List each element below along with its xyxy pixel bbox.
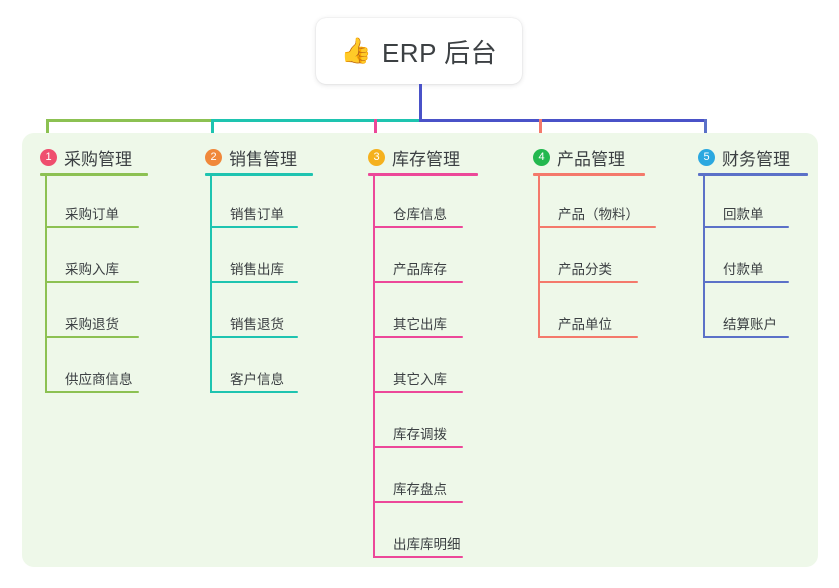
leaf-item-rule bbox=[703, 281, 789, 283]
column-badge-3: 3 bbox=[368, 149, 385, 166]
column-header-rule bbox=[205, 173, 313, 176]
column-badge-5: 5 bbox=[698, 149, 715, 166]
leaf-item-rule bbox=[45, 226, 139, 228]
leaf-item-rule bbox=[210, 226, 298, 228]
leaf-item-rule bbox=[45, 391, 139, 393]
column-header-rule bbox=[40, 173, 148, 176]
thumbs-up-icon: 👍 bbox=[340, 36, 372, 65]
leaf-item-label: 销售出库 bbox=[230, 262, 284, 277]
trunk-connector bbox=[419, 84, 422, 122]
column-header-4[interactable]: 4 产品管理 bbox=[533, 145, 625, 170]
leaf-item-label: 产品库存 bbox=[393, 262, 447, 277]
leaf-item-rule bbox=[373, 501, 463, 503]
leaf-item-rule bbox=[373, 281, 463, 283]
leaf-item-label: 采购订单 bbox=[65, 207, 119, 222]
column-title: 财务管理 bbox=[722, 150, 790, 169]
leaf-item-label: 其它入库 bbox=[393, 372, 447, 387]
column-spine bbox=[373, 173, 375, 558]
root-title: ERP 后台 bbox=[381, 37, 498, 68]
column-header-3[interactable]: 3 库存管理 bbox=[368, 145, 460, 170]
leaf-item-label: 付款单 bbox=[723, 262, 764, 277]
leaf-item-rule bbox=[703, 336, 789, 338]
column-header-2[interactable]: 2 销售管理 bbox=[205, 145, 297, 170]
column-spine bbox=[45, 173, 47, 393]
leaf-item-label: 产品单位 bbox=[558, 317, 612, 332]
column-title: 采购管理 bbox=[64, 150, 132, 169]
column-header-rule bbox=[368, 173, 478, 176]
leaf-item-label: 库存盘点 bbox=[393, 482, 447, 497]
leaf-item-label: 产品分类 bbox=[558, 262, 612, 277]
root-node-card[interactable]: 👍 ERP 后台 bbox=[316, 18, 522, 84]
leaf-item-rule bbox=[373, 391, 463, 393]
leaf-item-rule bbox=[210, 391, 298, 393]
leaf-item-label: 结算账户 bbox=[723, 317, 777, 332]
leaf-item-rule bbox=[373, 226, 463, 228]
leaf-item-rule bbox=[45, 281, 139, 283]
leaf-item-rule bbox=[373, 556, 463, 558]
column-header-rule bbox=[698, 173, 808, 176]
column-header-rule bbox=[533, 173, 645, 176]
column-badge-1: 1 bbox=[40, 149, 57, 166]
column-badge-2: 2 bbox=[205, 149, 222, 166]
leaf-item-label: 出库库明细 bbox=[393, 537, 461, 552]
leaf-item-label: 客户信息 bbox=[230, 372, 284, 387]
connector-bar-segment-1 bbox=[211, 119, 419, 122]
column-title: 销售管理 bbox=[229, 150, 297, 169]
leaf-item-rule bbox=[45, 336, 139, 338]
column-spine bbox=[703, 173, 705, 338]
leaf-item-label: 采购入库 bbox=[65, 262, 119, 277]
leaf-item-rule bbox=[373, 446, 463, 448]
diagram-board: 1 采购管理采购订单采购入库采购退货供应商信息 2 销售管理销售订单销售出库销售退货客… bbox=[22, 133, 818, 567]
leaf-item-rule bbox=[538, 336, 638, 338]
leaf-item-label: 供应商信息 bbox=[65, 372, 133, 387]
leaf-item-rule bbox=[210, 336, 298, 338]
column-header-5[interactable]: 5 财务管理 bbox=[698, 145, 790, 170]
column-title: 产品管理 bbox=[557, 150, 625, 169]
leaf-item-label: 销售订单 bbox=[230, 207, 284, 222]
leaf-item-rule bbox=[538, 281, 638, 283]
leaf-item-label: 产品（物料） bbox=[558, 207, 639, 222]
leaf-item-label: 采购退货 bbox=[65, 317, 119, 332]
leaf-item-label: 库存调拨 bbox=[393, 427, 447, 442]
leaf-item-label: 回款单 bbox=[723, 207, 764, 222]
column-spine bbox=[538, 173, 540, 338]
column-spine bbox=[210, 173, 212, 393]
connector-bar-segment-0 bbox=[46, 119, 211, 122]
leaf-item-label: 其它出库 bbox=[393, 317, 447, 332]
connector-bar-segment-2 bbox=[419, 119, 707, 122]
column-header-1[interactable]: 1 采购管理 bbox=[40, 145, 132, 170]
leaf-item-rule bbox=[210, 281, 298, 283]
column-badge-4: 4 bbox=[533, 149, 550, 166]
leaf-item-rule bbox=[373, 336, 463, 338]
leaf-item-label: 仓库信息 bbox=[393, 207, 447, 222]
leaf-item-rule bbox=[538, 226, 656, 228]
leaf-item-label: 销售退货 bbox=[230, 317, 284, 332]
column-title: 库存管理 bbox=[392, 150, 460, 169]
leaf-item-rule bbox=[703, 226, 789, 228]
